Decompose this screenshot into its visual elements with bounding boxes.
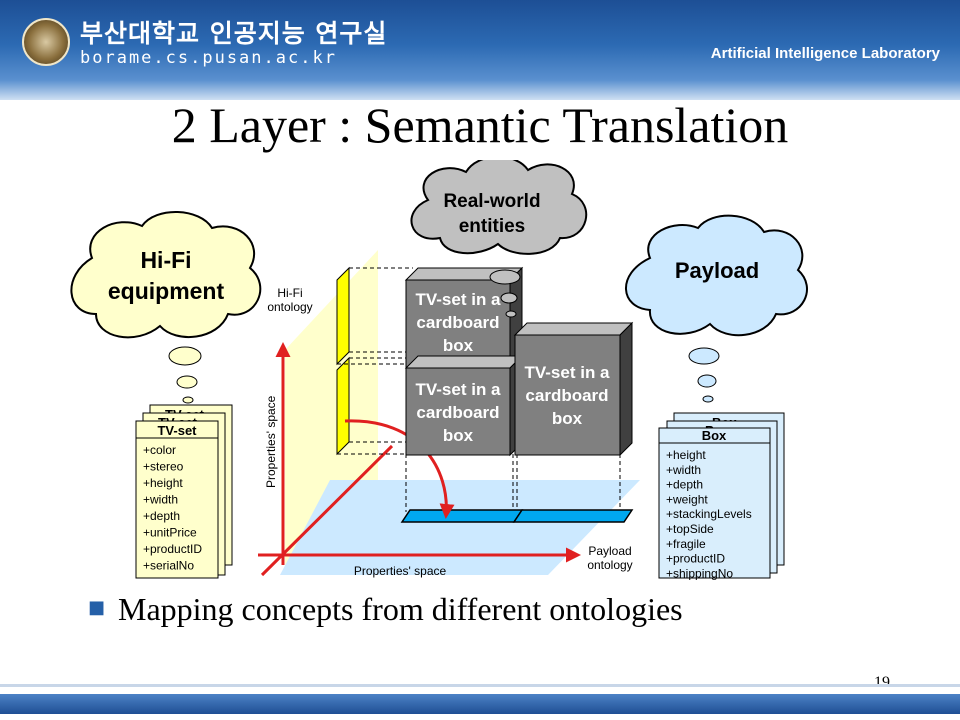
hifi-ontology-line-2: ontology — [267, 300, 312, 314]
lab-url: borame.cs.pusan.ac.kr — [80, 48, 337, 68]
tvset-card-title: TV-set — [157, 423, 197, 438]
box-attribute: +topSide — [666, 522, 714, 536]
box-attribute: +productID — [666, 552, 725, 566]
real-world-line-1: Real-world — [443, 191, 540, 212]
box-attribute-list: +height+width+depth+weight+stackingLevel… — [666, 448, 752, 580]
tvset-attribute: +height — [143, 476, 183, 490]
footer-divider — [0, 684, 960, 687]
tvset-attribute-list: +color +stereo +height +width +depth +unitPri… — [143, 443, 202, 573]
box-bottom-line-1: TV-set in a — [415, 380, 501, 399]
box-attribute: +shippingNo — [666, 566, 733, 580]
tv-box-top: TV-set in a cardboard box — [404, 266, 524, 370]
semantic-translation-diagram: TV-set in a cardboard box TV-set in a ca… — [70, 160, 808, 580]
payload-ontology-line-1: Payload — [588, 544, 631, 558]
hifi-cloud-line-1: Hi-Fi — [140, 247, 191, 273]
horizontal-axis-label: Properties' space — [354, 564, 447, 578]
blue-slab-right — [512, 509, 634, 523]
box-right-line-3: box — [552, 409, 583, 428]
box-attribute: +fragile — [666, 537, 706, 551]
bullet-marker-icon: ■ — [88, 597, 106, 618]
tvset-attribute: +color — [143, 443, 176, 457]
box-bottom-line-3: box — [443, 426, 474, 445]
box-card-stack: Box Box Box — [658, 412, 785, 579]
slide-header: 부산대학교 인공지능 연구실 borame.cs.pusan.ac.kr Art… — [0, 0, 960, 100]
lab-name: Artificial Intelligence Laboratory — [710, 45, 940, 62]
slide-title: 2 Layer : Semantic Translation — [171, 97, 789, 153]
tvset-attribute: +serialNo — [143, 559, 194, 573]
blue-slab-left — [400, 509, 524, 523]
tvset-attribute: +productID — [143, 542, 202, 556]
hifi-ontology-line-1: Hi-Fi — [277, 286, 302, 300]
yellow-slab-bottom — [336, 356, 350, 456]
vertical-axis-label: Properties' space — [264, 395, 278, 488]
payload-ontology-line-2: ontology — [587, 558, 632, 572]
tvset-attribute: +depth — [143, 509, 180, 523]
box-right-line-2: cardboard — [525, 386, 608, 405]
box-top-line-2: cardboard — [416, 313, 499, 332]
hifi-equipment-cloud: Hi-Fi equipment — [70, 211, 262, 404]
tvset-attribute: +stereo — [143, 460, 184, 474]
payload-ontology-plane — [280, 480, 640, 575]
box-attribute: +stackingLevels — [666, 507, 752, 521]
tv-box-bottom: TV-set in a cardboard box — [404, 354, 524, 457]
hifi-cloud-line-2: equipment — [108, 278, 225, 304]
box-attribute: +height — [666, 448, 706, 462]
box-top-line-1: TV-set in a — [415, 290, 501, 309]
box-attribute: +width — [666, 463, 701, 477]
tvset-attribute: +unitPrice — [143, 526, 197, 540]
box-bottom-line-2: cardboard — [416, 403, 499, 422]
diagonal-axis-line — [260, 444, 394, 577]
bullet-text: Mapping concepts from different ontologi… — [118, 591, 683, 627]
university-seal-icon — [22, 18, 70, 66]
box-attribute: +depth — [666, 478, 703, 492]
lab-korean-title: 부산대학교 인공지능 연구실 — [80, 19, 388, 48]
projection-lines — [337, 267, 621, 512]
box-right-line-1: TV-set in a — [524, 363, 610, 382]
box-card-title: Box — [702, 428, 727, 443]
tvset-card-stack: TV-set TV-set TV-set — [135, 404, 233, 579]
payload-cloud-label: Payload — [675, 258, 759, 283]
tvset-attribute: +width — [143, 493, 178, 507]
payload-cloud: Payload — [625, 214, 808, 403]
real-world-cloud: Real-world entities — [410, 160, 588, 318]
footer-bar — [0, 694, 960, 714]
box-attribute: +weight — [666, 492, 708, 506]
yellow-slab-top — [336, 266, 350, 366]
tv-box-right: TV-set in a cardboard box — [513, 321, 634, 457]
page-number: 19 — [874, 674, 890, 691]
real-world-line-2: entities — [459, 216, 526, 237]
box-top-line-3: box — [443, 336, 474, 355]
